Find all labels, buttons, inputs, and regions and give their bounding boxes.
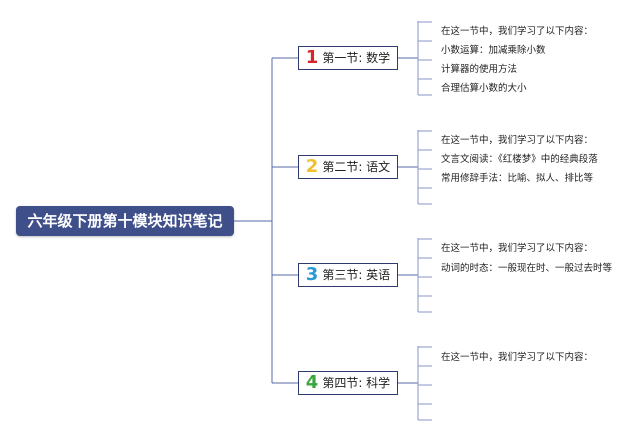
leaf-item: 小数运算：加减乘除小数 xyxy=(441,45,546,56)
leaf-item: 计算器的使用方法 xyxy=(441,64,518,75)
leaf-item: 在这一节中，我们学习了以下内容： xyxy=(441,135,594,146)
root-title: 六年级下册第十模块知识笔记 xyxy=(27,212,223,230)
section-label-2: 第二节: 语文 xyxy=(322,160,391,174)
section-number-4: 4 xyxy=(305,372,319,393)
section-node-3[interactable]: 3 第三节: 英语 xyxy=(298,263,398,287)
section-label-4: 第四节: 科学 xyxy=(322,376,391,390)
section-node-4[interactable]: 4 第四节: 科学 xyxy=(298,371,398,395)
leaf-item: 动词的时态：一般现在时、一般过去时等 xyxy=(441,263,613,274)
leaf-item: 合理估算小数的大小 xyxy=(441,83,527,94)
section-node-1[interactable]: 1 第一节: 数学 xyxy=(298,46,398,70)
root-node[interactable]: 六年级下册第十模块知识笔记 xyxy=(16,206,234,236)
leaf-item: 在这一节中，我们学习了以下内容： xyxy=(441,352,594,363)
section-number-1: 1 xyxy=(305,47,319,68)
section-node-2[interactable]: 2 第二节: 语文 xyxy=(298,155,398,179)
leaf-item: 文言文阅读：《红楼梦》中的经典段落 xyxy=(441,154,598,165)
section-number-2: 2 xyxy=(305,156,319,177)
section-label-3: 第三节: 英语 xyxy=(322,268,391,282)
leaf-item: 在这一节中，我们学习了以下内容： xyxy=(441,26,594,37)
section-number-3: 3 xyxy=(305,264,319,285)
leaf-item: 在这一节中，我们学习了以下内容： xyxy=(441,243,594,254)
section-label-1: 第一节: 数学 xyxy=(322,51,391,65)
leaf-item: 常用修辞手法：比喻、拟人、排比等 xyxy=(441,173,594,184)
